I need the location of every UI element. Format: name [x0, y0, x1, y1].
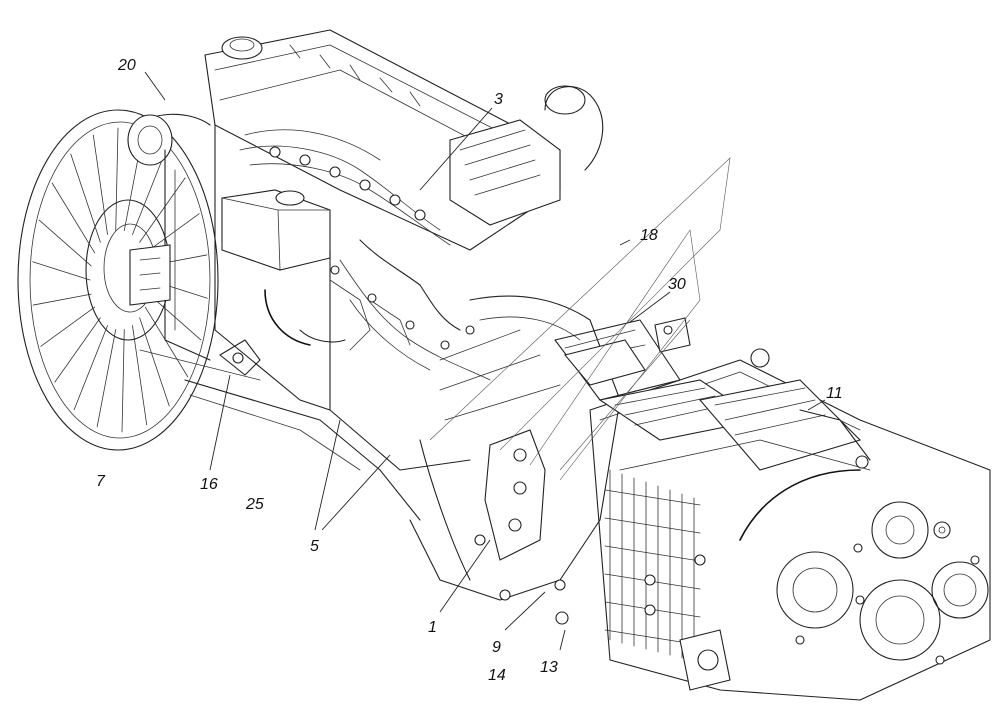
fan-blade: [32, 261, 91, 281]
hatch-lines: [429, 157, 731, 481]
callout-7: 7: [96, 473, 106, 490]
fan-blade: [54, 317, 101, 383]
fan-blade: [51, 182, 96, 254]
callout-16: 16: [200, 476, 218, 493]
fan-blade: [92, 134, 108, 235]
fan-blade: [132, 325, 148, 426]
engine-block: [127, 29, 604, 521]
gearbox-rib: [604, 545, 701, 562]
fan-blade: [139, 177, 186, 243]
callout-1: 1: [428, 619, 437, 636]
fan-blade: [144, 306, 189, 378]
callout-18: 18: [640, 227, 658, 244]
fan-blade: [40, 306, 96, 347]
fan-blade: [96, 329, 117, 428]
fan-blade: [38, 219, 92, 267]
callout-13: 13: [540, 659, 558, 676]
fan-blade: [139, 317, 170, 407]
callout-25: 25: [245, 496, 264, 513]
leader-lines: [144, 71, 826, 651]
callout-3: 3: [494, 91, 503, 108]
fan-blade: [70, 153, 101, 243]
callout-30: 30: [668, 276, 686, 293]
callout-5: 5: [310, 538, 319, 555]
callout-14: 14: [488, 667, 506, 684]
fan-blade: [121, 329, 125, 433]
callout-9: 9: [492, 639, 501, 656]
fan-blade: [115, 127, 119, 231]
fan-blade: [73, 325, 108, 411]
cooling-fan: [17, 109, 219, 451]
gearbox: [589, 348, 991, 701]
callout-20: 20: [117, 57, 136, 74]
gearbox-rib: [604, 517, 701, 534]
callout-11: 11: [826, 385, 843, 402]
fan-blade: [32, 293, 92, 306]
fan-blade: [132, 149, 167, 235]
clutch-housing: [409, 295, 691, 601]
gearbox-rib: [604, 489, 701, 506]
callout-labels: 20 3 18 30 11 7 16 25 5 1 9 14 13: [96, 57, 843, 684]
